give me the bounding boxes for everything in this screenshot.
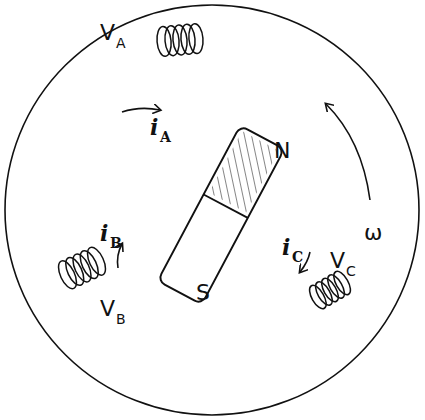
- coil-windings: [55, 23, 354, 311]
- voltage-subscript: B: [116, 312, 126, 326]
- voltage-subscript: A: [116, 36, 126, 50]
- speed-label: ω: [364, 222, 382, 244]
- current-label: i: [282, 236, 290, 258]
- pole-label: S: [196, 282, 210, 304]
- current-subscript: A: [160, 130, 171, 144]
- current-label: i: [100, 222, 108, 244]
- rotation-arrow: [326, 104, 370, 200]
- bar-magnet: [158, 126, 285, 305]
- stator-circle: [5, 5, 419, 415]
- voltage-label: V: [100, 22, 115, 44]
- voltage-subscript: C: [346, 264, 356, 278]
- current-arrow: [122, 108, 160, 112]
- voltage-label: V: [100, 298, 115, 320]
- current-label: i: [150, 116, 158, 138]
- current-subscript: B: [110, 236, 122, 250]
- voltage-label: V: [330, 250, 345, 272]
- current-subscript: C: [292, 250, 303, 264]
- pole-label: N: [274, 140, 290, 162]
